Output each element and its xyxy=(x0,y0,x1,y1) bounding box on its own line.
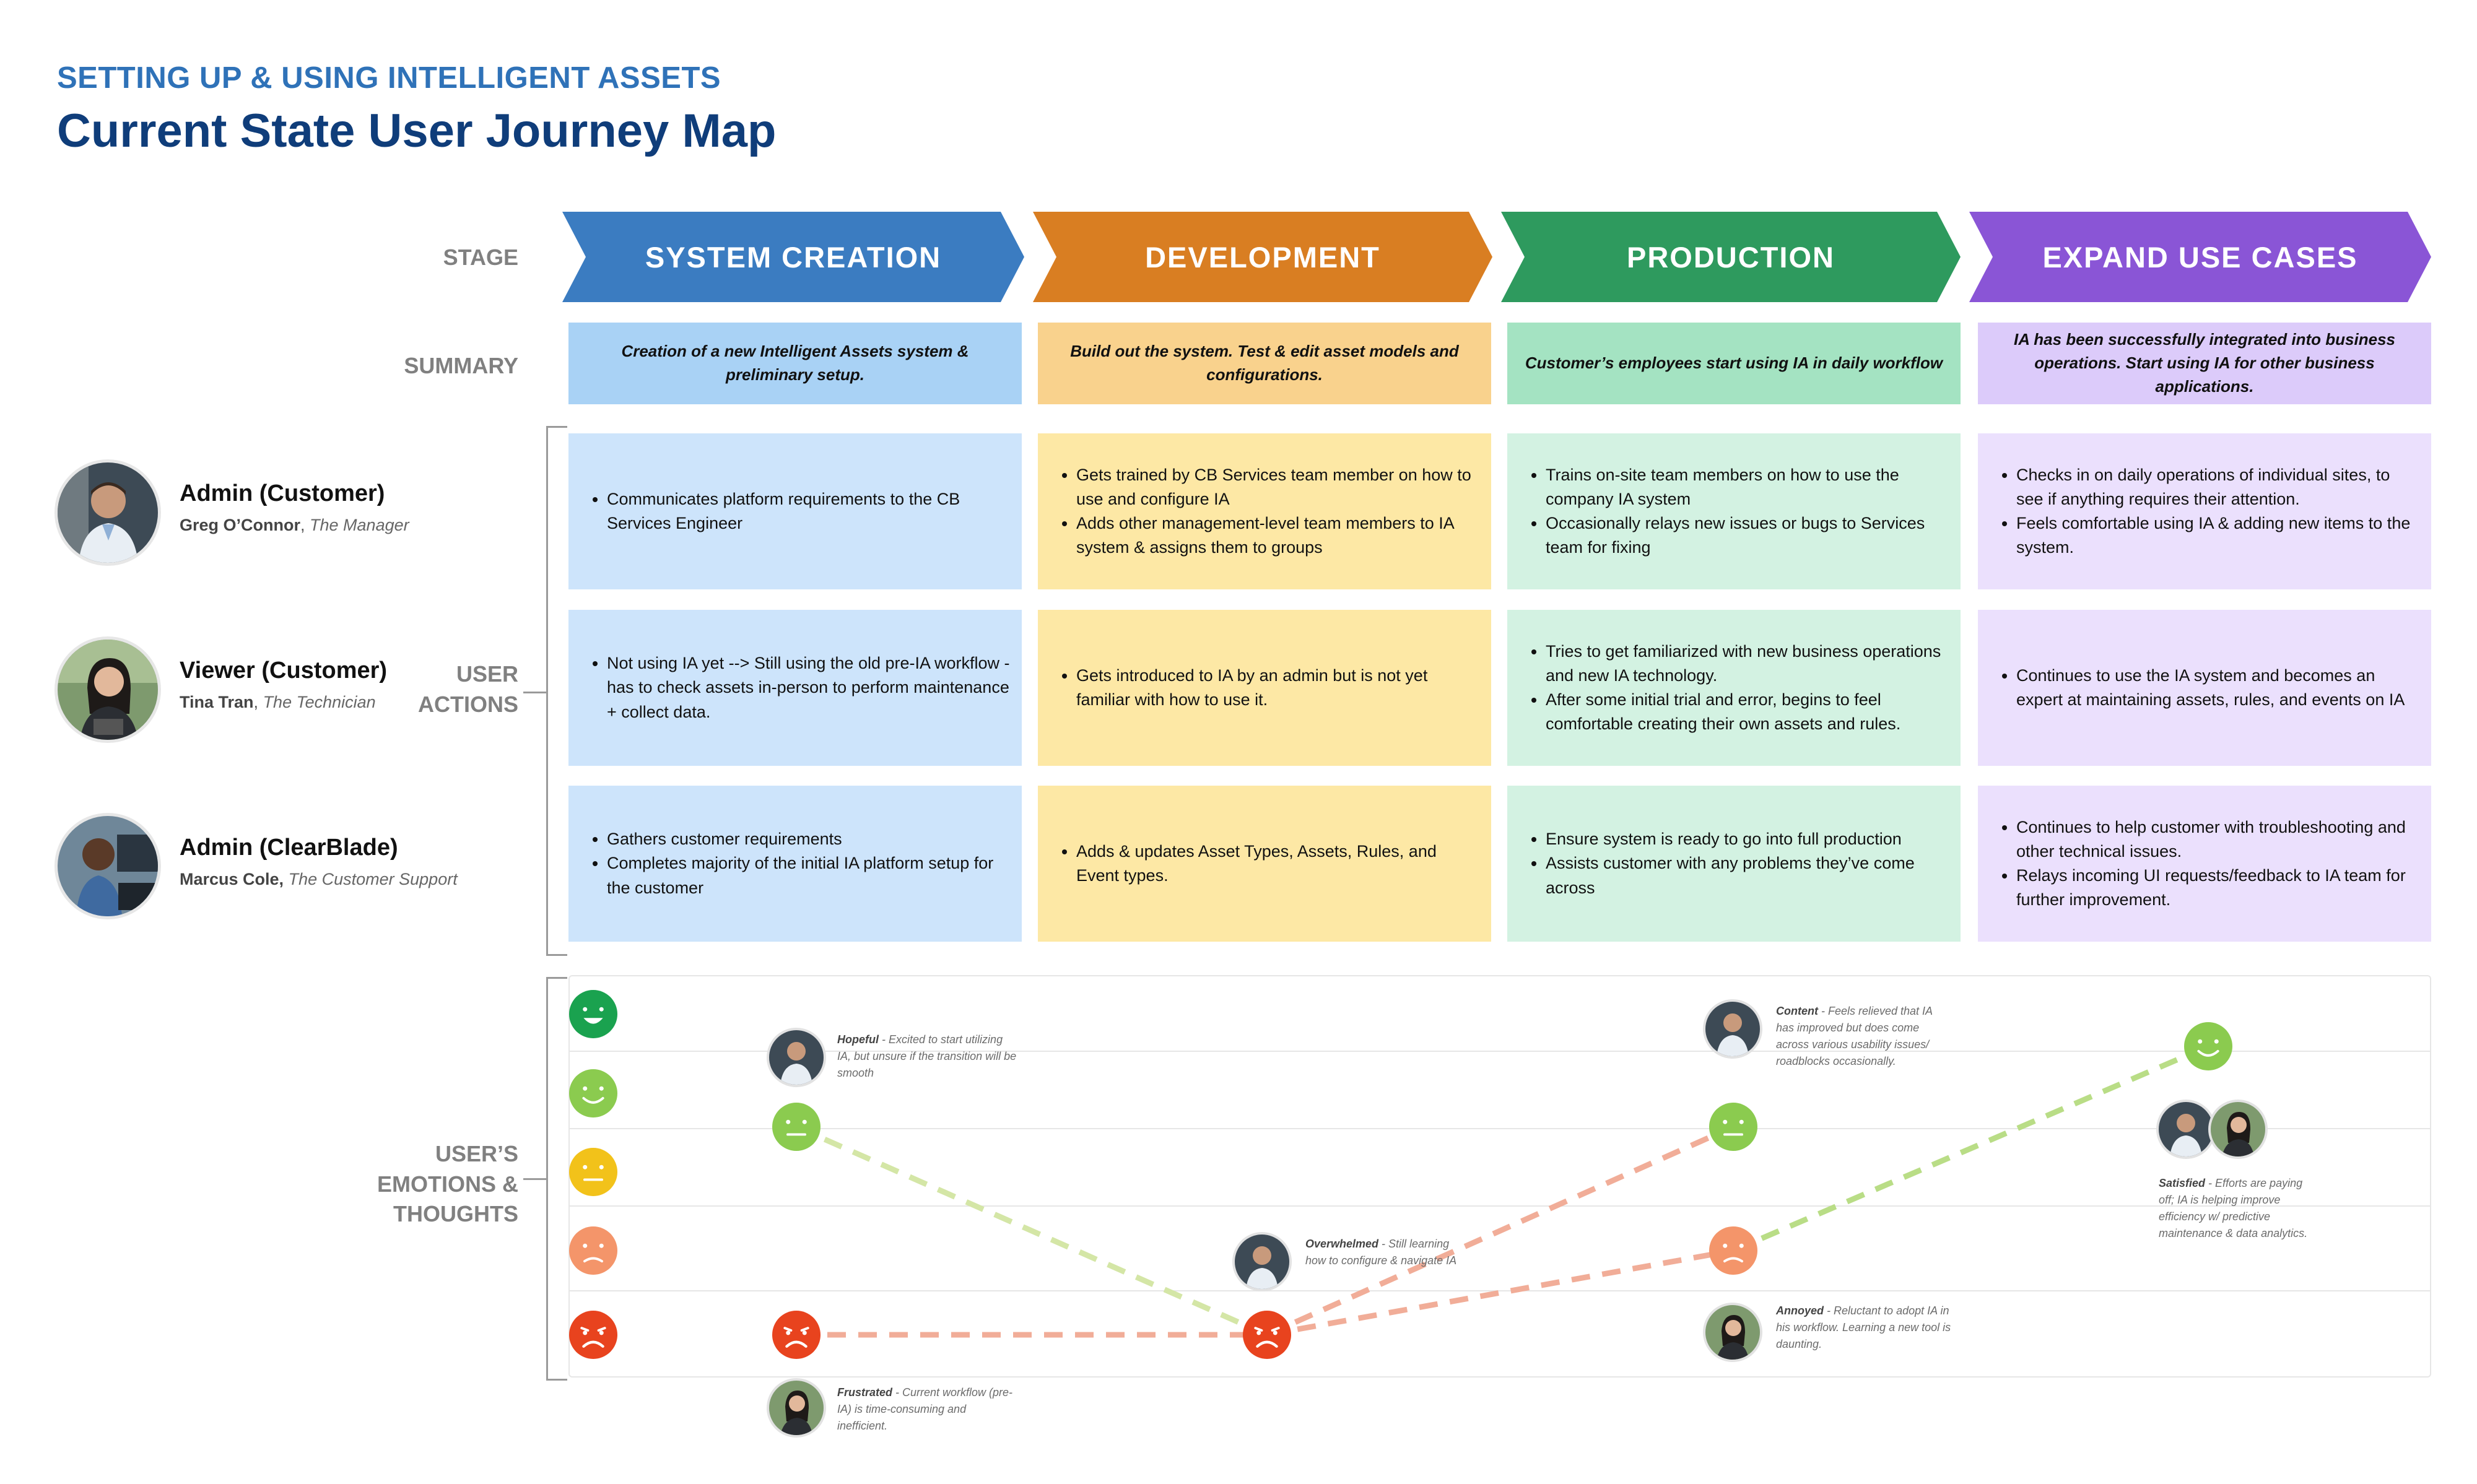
person-avatar-tina-mini xyxy=(2208,1100,2268,1159)
person-avatar-greg-mini xyxy=(767,1028,826,1087)
person-avatar-tina-mini xyxy=(1703,1303,1762,1362)
happy-face-icon xyxy=(569,1069,617,1117)
emotion-note-label: Overwhelmed xyxy=(1305,1238,1378,1250)
emotion-note-label: Frustrated xyxy=(837,1386,892,1399)
emotion-note-content: Content - Feels relieved that IA has imp… xyxy=(1776,1003,1943,1070)
very-happy-face-icon xyxy=(569,990,617,1038)
emotion-note-annoyed: Annoyed - Reluctant to adopt IA in his w… xyxy=(1776,1303,1956,1353)
person-avatar-greg-mini xyxy=(1232,1232,1292,1291)
emotion-note-label: Hopeful xyxy=(837,1033,879,1046)
emotion-line-tina xyxy=(1733,1046,2208,1251)
very-unhappy-face-icon xyxy=(772,1311,821,1359)
emotion-note-label: Annoyed xyxy=(1776,1304,1824,1317)
emotion-line-greg xyxy=(1267,1127,1733,1335)
person-avatar-greg-mini xyxy=(1703,999,1762,1059)
neutral-face-icon xyxy=(569,1148,617,1196)
unhappy-face-icon xyxy=(569,1226,617,1275)
emotion-note-hopeful: Hopeful - Excited to start utilizing IA,… xyxy=(837,1031,1017,1082)
happy-face-icon xyxy=(2184,1022,2232,1070)
emotion-note-label: Content xyxy=(1776,1005,1818,1017)
emotion-note-overwhelmed: Overwhelmed - Still learning how to conf… xyxy=(1305,1236,1460,1269)
emotion-note-label: Satisfied xyxy=(2159,1177,2205,1189)
emotion-note-satisfied: Satisfied - Efforts are paying off; IA i… xyxy=(2159,1175,2320,1242)
unhappy-face-icon xyxy=(1709,1226,1757,1275)
neutral-face-icon xyxy=(772,1103,821,1151)
emotion-line-greg xyxy=(796,1127,1267,1335)
person-avatar-tina-mini xyxy=(767,1378,826,1438)
neutral-face-icon xyxy=(1709,1103,1757,1151)
very-unhappy-face-icon xyxy=(1243,1311,1291,1359)
person-avatar-greg-mini xyxy=(2156,1100,2216,1159)
emotion-note-frustrated: Frustrated - Current workflow (pre-IA) i… xyxy=(837,1384,1017,1434)
very-unhappy-face-icon xyxy=(569,1311,617,1359)
